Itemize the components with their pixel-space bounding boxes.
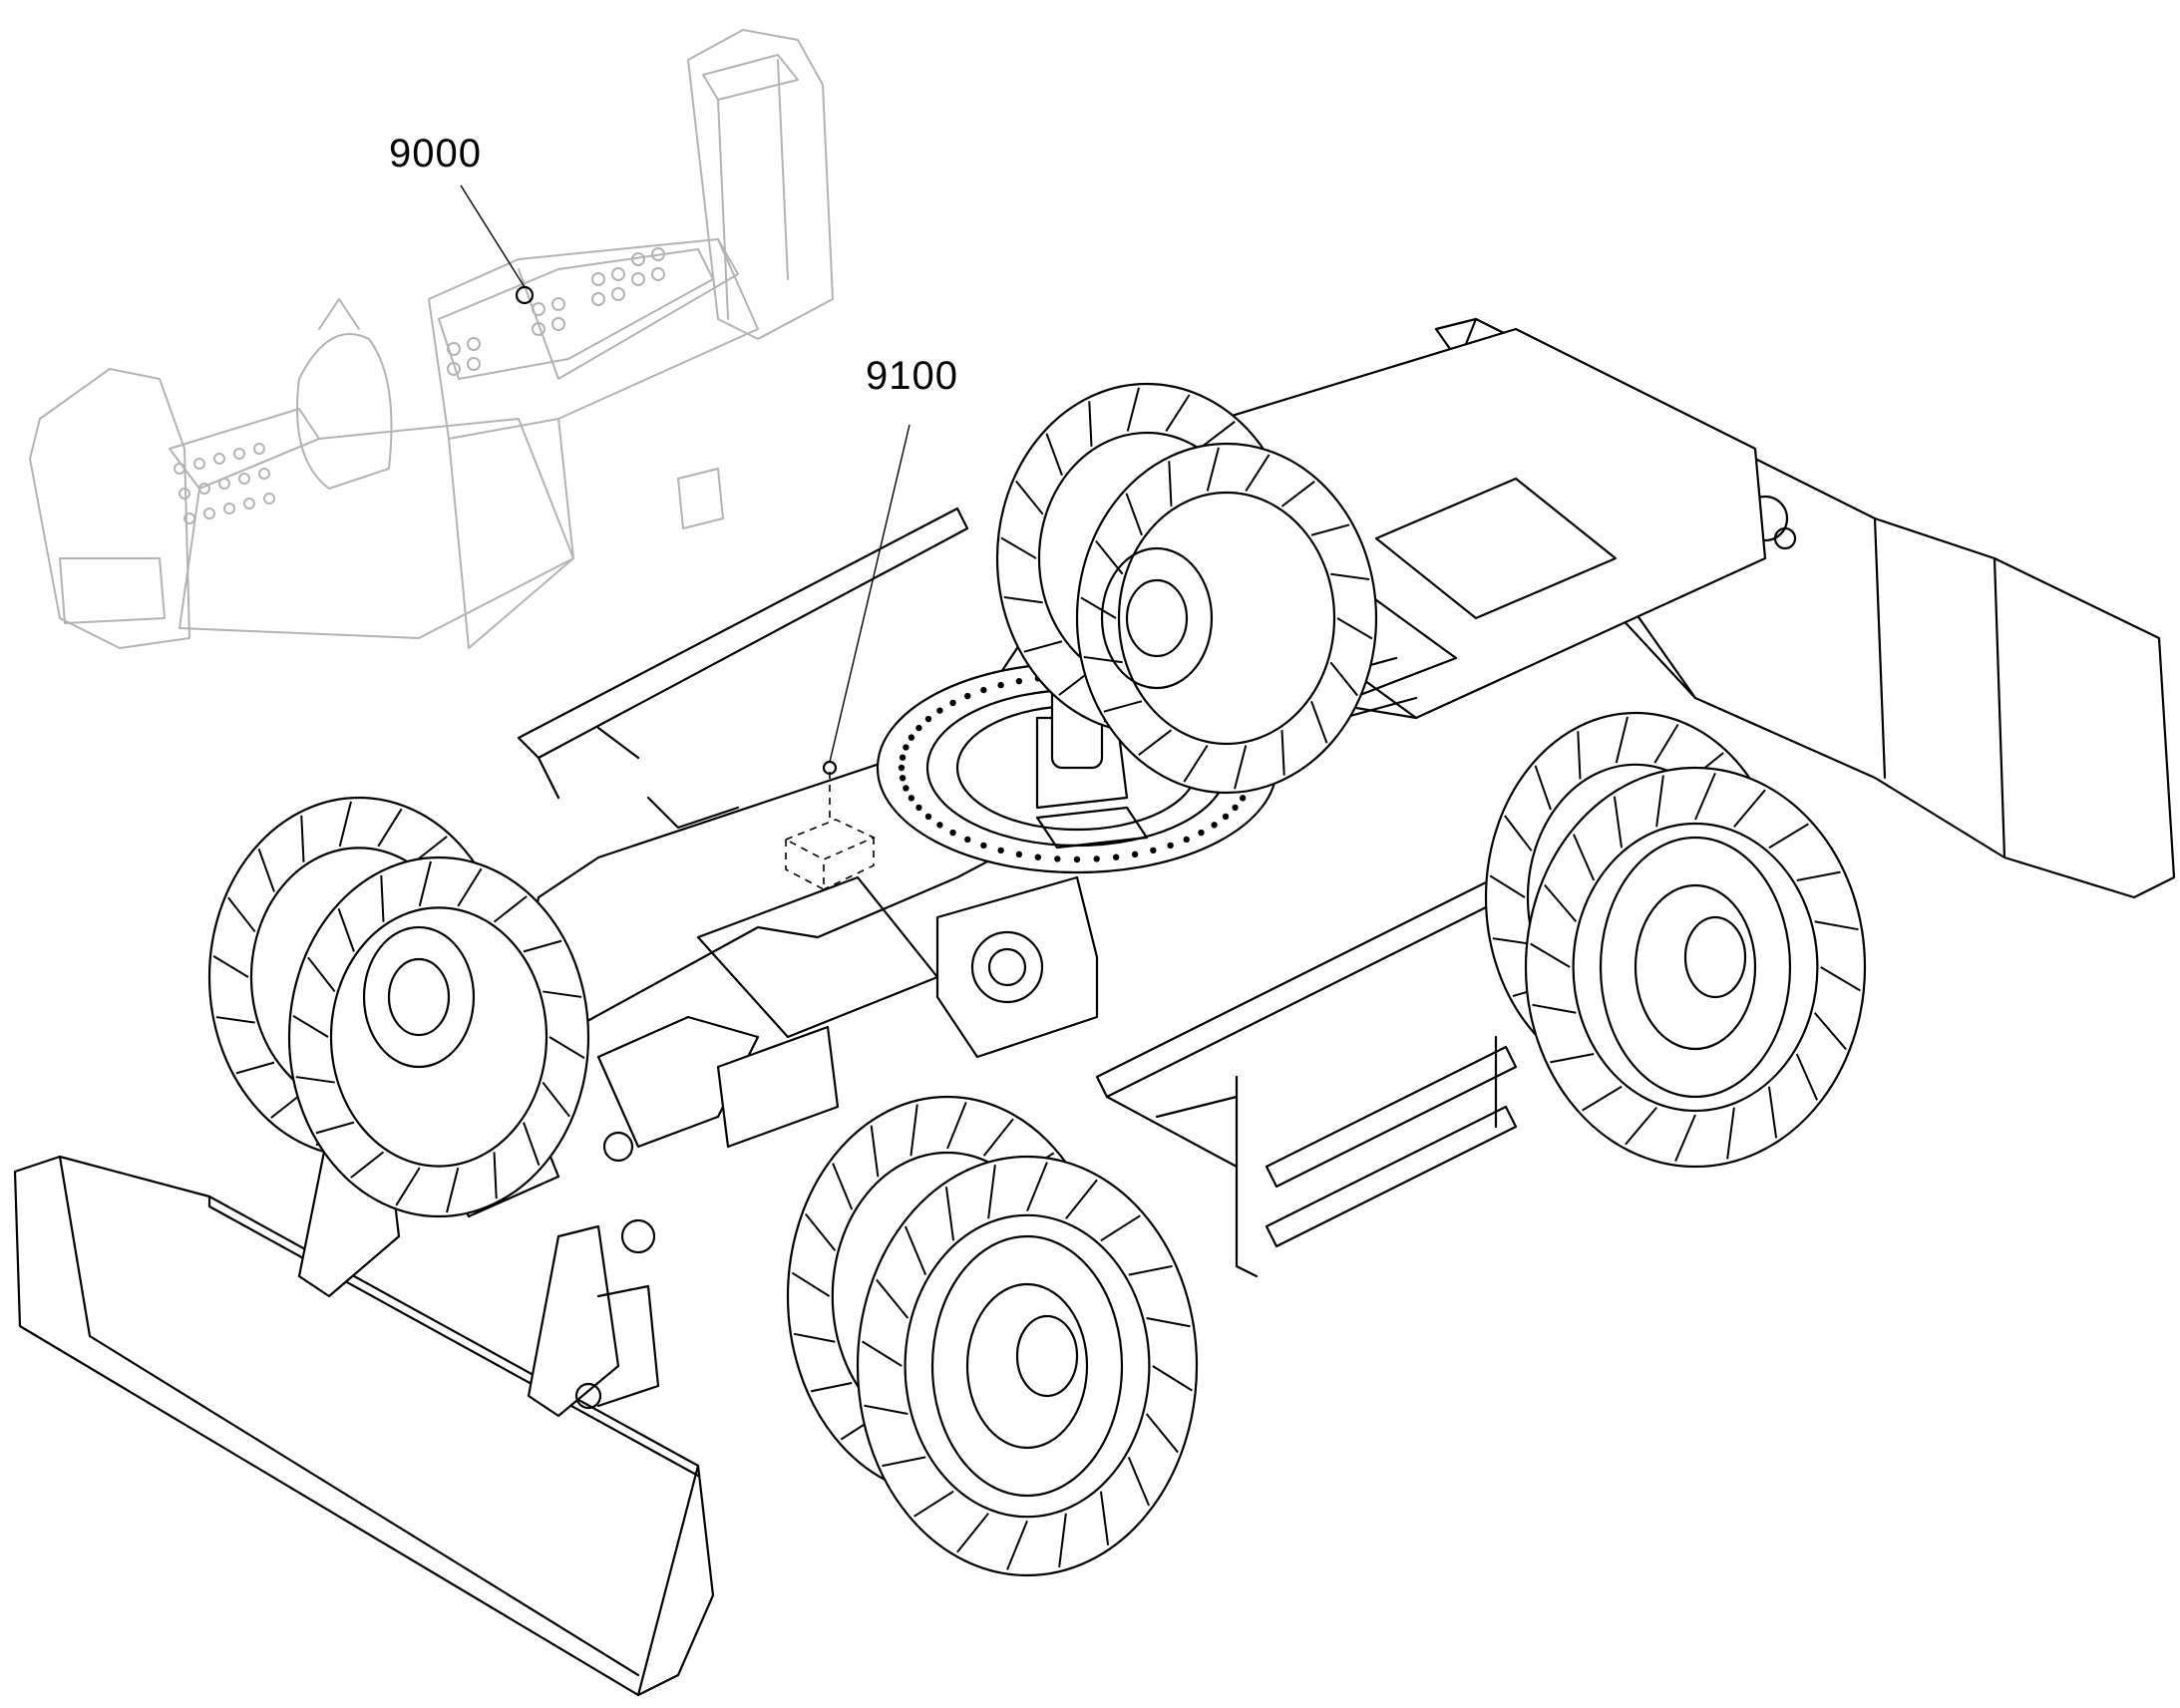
callout-label-9100: 9100: [866, 354, 958, 398]
cab-switch-9000: [515, 285, 535, 305]
leader-line-9000: [460, 184, 526, 288]
component-9100: [784, 424, 910, 891]
left-walkway: [517, 507, 969, 760]
leader-line-9100: [829, 424, 910, 763]
tyre: [1075, 442, 1378, 795]
cab-console-inset: [29, 29, 834, 649]
tyre: [287, 855, 590, 1218]
transmission: [935, 875, 1099, 1059]
front-blade: [13, 1155, 715, 1697]
wheel-hubs: [362, 546, 1792, 1498]
callout-label-9000: 9000: [389, 132, 482, 175]
